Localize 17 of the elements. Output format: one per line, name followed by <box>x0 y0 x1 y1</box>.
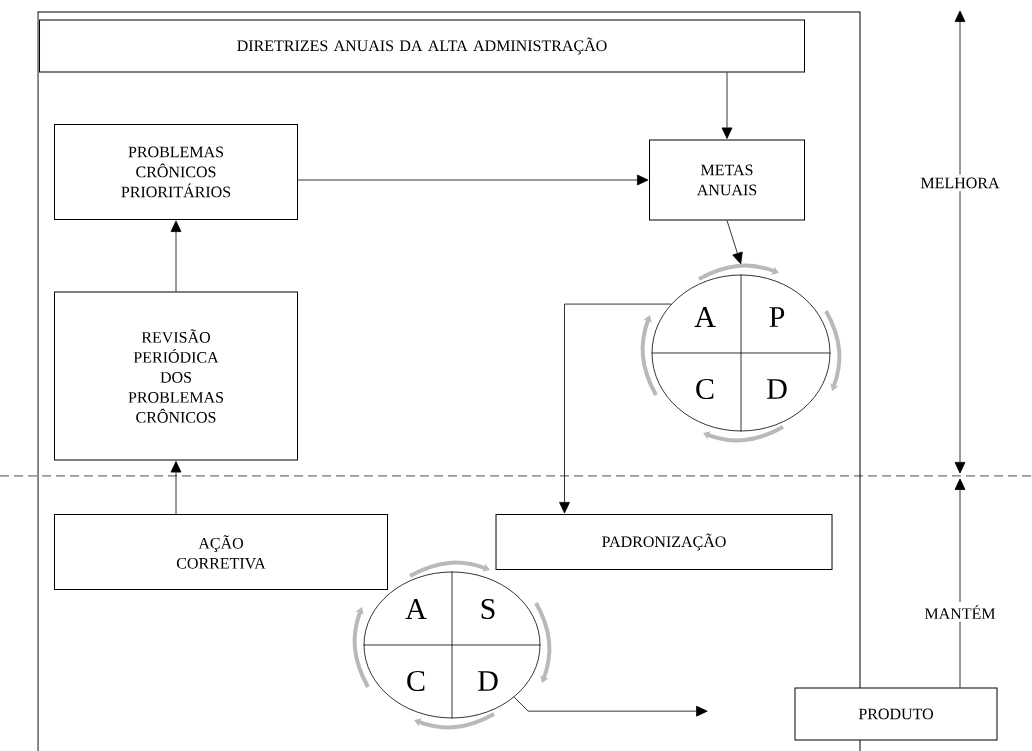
process-box: PRODUTO <box>794 687 998 741</box>
process-box: REVISÃO PERIÓDICA DOS PROBLEMAS CRÔNICOS <box>54 291 298 461</box>
arrow <box>513 696 708 717</box>
arrow <box>954 478 966 688</box>
process-box: DIRETRIZES ANUAIS DA ALTA ADMINISTRAÇÃO <box>39 19 805 73</box>
arrow <box>170 461 182 515</box>
edge-label: MANTÉM <box>921 602 999 622</box>
arrow-label: MELHORA <box>917 174 1003 192</box>
process-box: PROBLEMAS CRÔNICOS PRIORITÁRIOS <box>54 124 298 220</box>
process-box: PADRONIZAÇÃO <box>495 514 833 570</box>
process-box: METAS ANUAIS <box>649 139 805 221</box>
arrow <box>726 220 743 265</box>
arrow <box>297 174 649 186</box>
arrow <box>170 220 182 292</box>
arrow <box>721 72 733 139</box>
process-box: AÇÃO CORRETIVA <box>54 514 388 590</box>
arrow <box>559 303 672 514</box>
